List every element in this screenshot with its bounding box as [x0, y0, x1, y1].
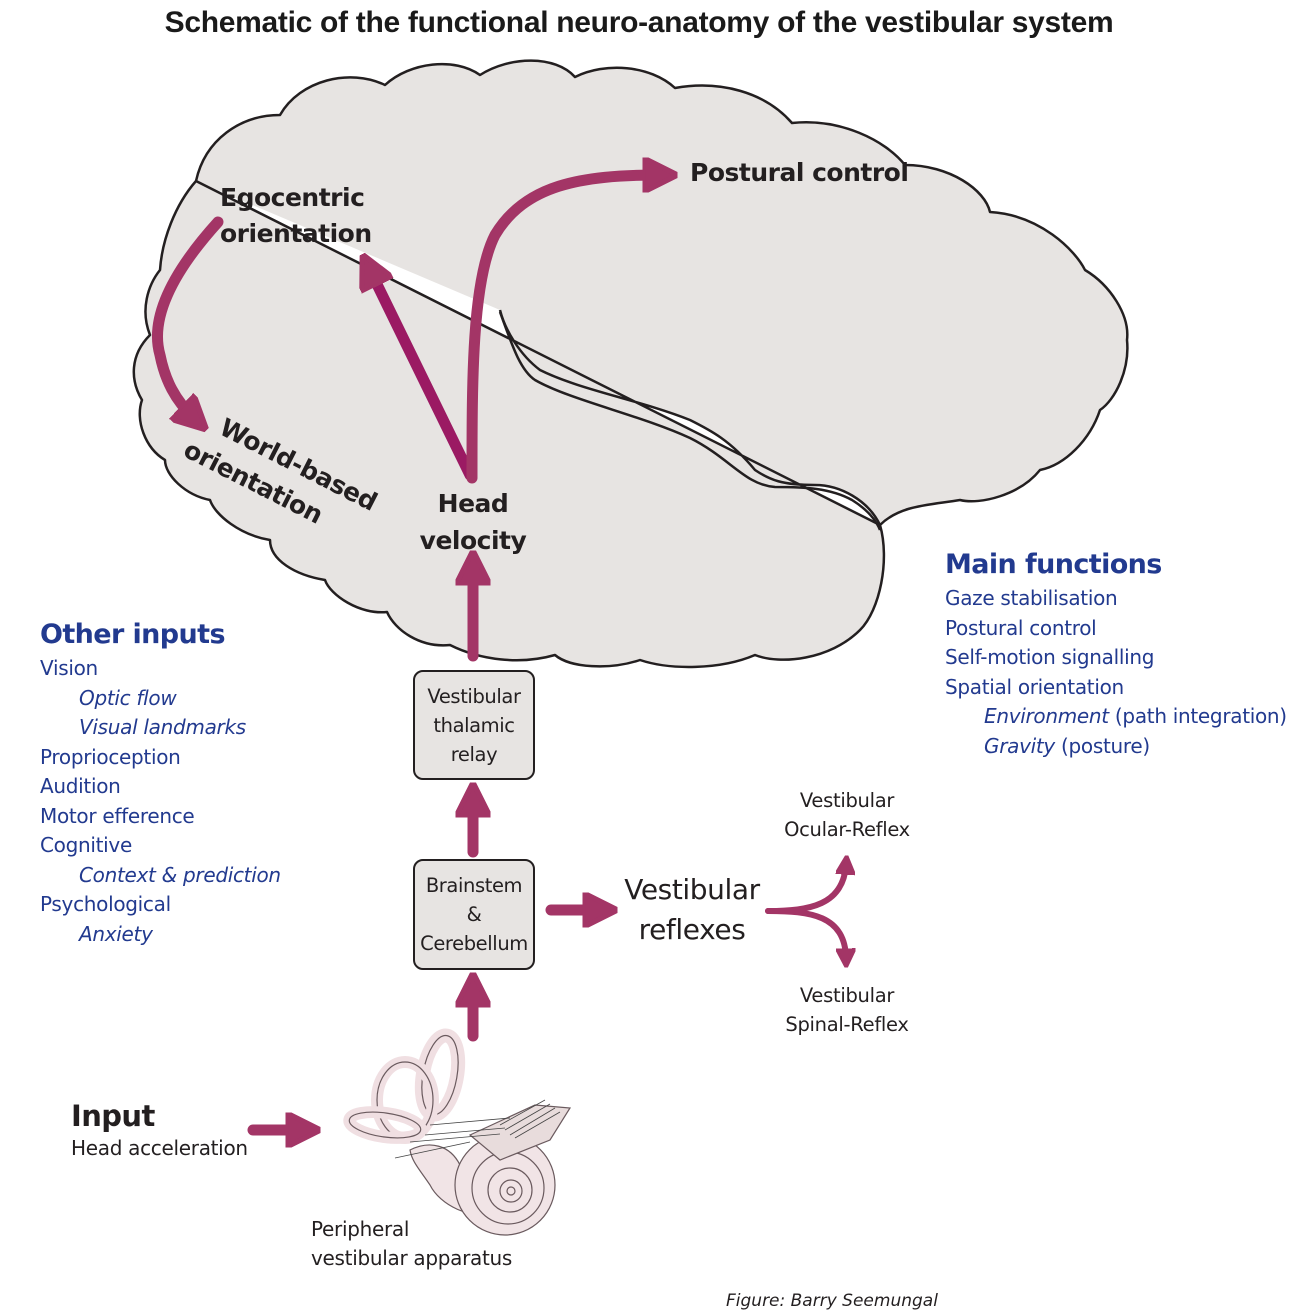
- arrow-head-to-postural: [466, 175, 660, 484]
- arrow-egocentric-to-world: [152, 216, 224, 418]
- head-velocity-label: Head velocity: [413, 485, 533, 559]
- other-inputs-item: Psychological: [40, 892, 171, 916]
- vestibular-ocular-reflex-label: Vestibular Ocular-Reflex: [770, 786, 924, 844]
- spinal-line-1: Vestibular: [799, 984, 895, 1007]
- input-subtitle: Head acceleration: [71, 1136, 248, 1160]
- apparatus-line-1: Peripheral: [311, 1217, 410, 1241]
- arrow-reflexes-to-ocular: [765, 865, 846, 914]
- main-functions-item: Environment (path integration): [945, 702, 1287, 732]
- brainstem-line-1: Brainstem: [425, 874, 523, 897]
- brain-outline: [132, 59, 1129, 669]
- ocular-line-1: Vestibular: [799, 789, 895, 812]
- egocentric-line-2: orientation: [220, 219, 372, 248]
- other-inputs-item: Motor efference: [40, 803, 195, 828]
- other-inputs-item: Optic flow: [79, 685, 177, 710]
- input-panel: Input Head acceleration: [71, 1098, 248, 1163]
- main-functions-item-emphasis: Environment: [984, 704, 1109, 728]
- lateral-sulcus-line: [498, 311, 882, 531]
- figure-credit: Figure: Barry Seemungal: [726, 1291, 938, 1311]
- brainstem-line-2: &: [466, 903, 482, 926]
- main-functions-item: Self-motion signalling: [945, 645, 1155, 669]
- main-functions-item: Gravity (posture): [945, 732, 1287, 762]
- head-velocity-line-1: Head: [437, 489, 509, 518]
- brainstem-line-3: Cerebellum: [420, 932, 528, 955]
- main-functions-item: Postural control: [945, 615, 1097, 640]
- vestibular-reflexes-label: Vestibular reflexes: [612, 870, 772, 950]
- main-functions-item-emphasis: Gravity: [984, 733, 1055, 758]
- egocentric-orientation-label: Egocentric orientation: [220, 180, 372, 252]
- other-inputs-item: Context & prediction: [79, 862, 281, 887]
- other-inputs-item: Visual landmarks: [79, 715, 246, 739]
- other-inputs-item: Cognitive: [40, 833, 132, 857]
- reflexes-line-1: Vestibular: [624, 873, 760, 906]
- thalamic-line-3: relay: [450, 742, 498, 766]
- other-inputs-item: Vision: [40, 656, 98, 680]
- peripheral-apparatus-caption: Peripheral vestibular apparatus: [311, 1215, 512, 1273]
- main-functions-item: Spatial orientation: [945, 674, 1124, 699]
- diagram-title: Schematic of the functional neuro-anatom…: [164, 6, 1114, 39]
- ocular-line-2: Ocular-Reflex: [784, 818, 910, 841]
- inner-ear-illustration: [343, 1028, 572, 1236]
- other-inputs-heading: Other inputs: [40, 619, 226, 650]
- main-functions-item: Gaze stabilisation: [945, 586, 1118, 610]
- thalamic-line-1: Vestibular: [427, 684, 521, 708]
- main-functions-item-detail: (path integration): [1108, 704, 1287, 728]
- other-inputs-item: Audition: [40, 774, 121, 798]
- head-velocity-line-2: velocity: [419, 526, 527, 555]
- brainstem-cerebellum-box: Brainstem & Cerebellum: [413, 859, 535, 970]
- spinal-line-2: Spinal-Reflex: [785, 1013, 909, 1036]
- vestibular-spinal-reflex-label: Vestibular Spinal-Reflex: [770, 981, 924, 1039]
- apparatus-line-2: vestibular apparatus: [311, 1246, 513, 1270]
- vestibular-thalamic-relay-box: Vestibular thalamic relay: [413, 670, 535, 780]
- other-inputs-item: Anxiety: [79, 921, 153, 946]
- main-functions-heading: Main functions: [945, 549, 1162, 580]
- other-inputs-item: Proprioception: [40, 744, 181, 769]
- main-functions-item-detail: (posture): [1054, 733, 1150, 758]
- arrow-head-to-egocentric: [370, 270, 476, 481]
- thalamic-line-2: thalamic: [433, 713, 515, 737]
- arrow-reflexes-to-spinal: [765, 908, 846, 958]
- egocentric-line-1: Egocentric: [220, 183, 365, 212]
- postural-control-label: Postural control: [690, 158, 909, 187]
- reflexes-line-2: reflexes: [638, 913, 746, 946]
- input-heading: Input: [71, 1099, 155, 1133]
